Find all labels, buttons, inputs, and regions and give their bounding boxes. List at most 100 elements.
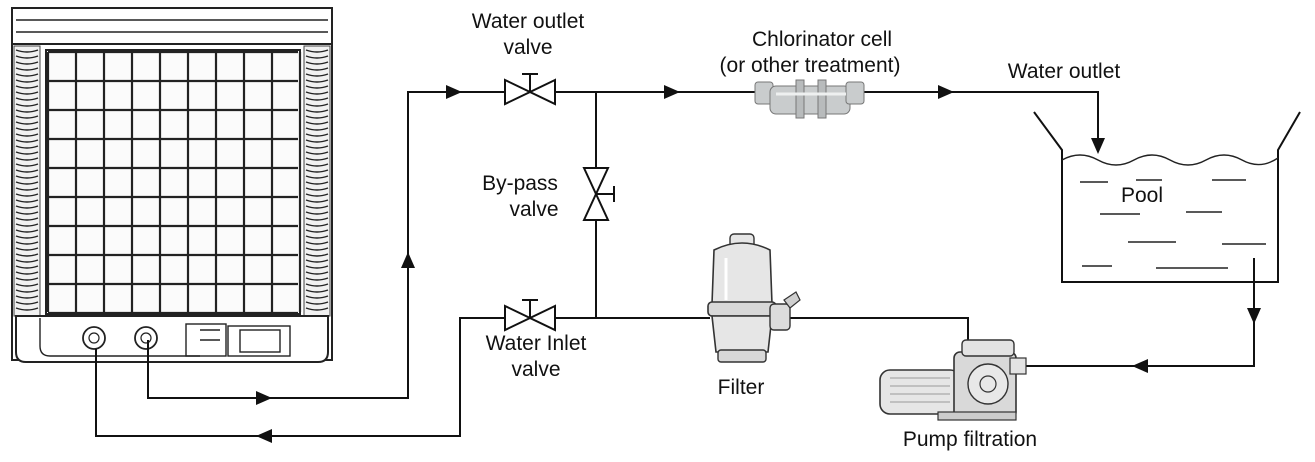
pipe-pump-to-filter xyxy=(790,317,969,352)
fin-line xyxy=(15,55,39,59)
chlorinator-cell xyxy=(754,79,865,119)
fin-line xyxy=(15,151,39,155)
label-water-inlet-valve-line2: valve xyxy=(511,358,560,381)
fin-line xyxy=(15,223,39,227)
label-water-inlet-valve-line1: Water Inlet xyxy=(486,332,587,355)
fin-line xyxy=(305,175,329,179)
fin-line xyxy=(15,61,39,65)
fin-line xyxy=(15,97,39,101)
label-water-outlet-valve-line1: Water outlet xyxy=(472,10,585,33)
pipe-unit-inlet xyxy=(95,317,505,437)
fin-line xyxy=(15,139,39,143)
fin-line xyxy=(305,121,329,125)
fin-line xyxy=(305,241,329,245)
fin-line xyxy=(305,91,329,95)
fin-line xyxy=(305,169,329,173)
fin-line xyxy=(15,181,39,185)
label-pool: Pool xyxy=(1121,184,1163,207)
fin-line xyxy=(15,259,39,263)
fin-line xyxy=(15,79,39,83)
fin-line xyxy=(305,205,329,209)
label-bypass-valve-line1: By-pass xyxy=(482,172,558,195)
fin-line xyxy=(305,85,329,89)
fin-line xyxy=(15,169,39,173)
label-water-outlet-valve-line2: valve xyxy=(503,36,552,59)
fin-line xyxy=(15,85,39,89)
fin-line xyxy=(15,187,39,191)
fin-line xyxy=(305,217,329,221)
fin-line xyxy=(305,109,329,113)
fin-line xyxy=(305,181,329,185)
fin-line xyxy=(305,49,329,53)
fin-line xyxy=(305,265,329,269)
fin-line xyxy=(305,295,329,299)
label-chlorinator-line1: Chlorinator cell xyxy=(752,28,892,51)
fin-line xyxy=(305,79,329,83)
fin-line xyxy=(15,217,39,221)
fin-line xyxy=(305,55,329,59)
fin-line xyxy=(305,301,329,305)
fin-line xyxy=(15,253,39,257)
fin-line xyxy=(15,229,39,233)
fin-line xyxy=(15,283,39,287)
fin-line xyxy=(305,127,329,131)
fin-line xyxy=(15,175,39,179)
label-chlorinator-line2: (or other treatment) xyxy=(720,54,901,77)
fin-line xyxy=(15,211,39,215)
fin-line xyxy=(15,271,39,275)
arrow-up xyxy=(401,252,415,268)
fin-line xyxy=(305,289,329,293)
fin-line xyxy=(15,127,39,131)
fin-line xyxy=(305,157,329,161)
fin-line xyxy=(15,235,39,239)
flow-arrows xyxy=(256,85,1261,443)
fin-line xyxy=(15,109,39,113)
fin-line xyxy=(305,103,329,107)
arrow-down xyxy=(1091,138,1105,154)
arrow-right xyxy=(664,85,680,99)
arrow-left xyxy=(1132,359,1148,373)
fin-line xyxy=(305,283,329,287)
fin-line xyxy=(305,67,329,71)
fin-line xyxy=(15,115,39,119)
label-water-outlet: Water outlet xyxy=(1008,60,1121,83)
fin-line xyxy=(305,193,329,197)
water-inlet-valve xyxy=(504,299,556,332)
bypass-valve xyxy=(582,167,615,221)
fin-line xyxy=(305,259,329,263)
fin-line xyxy=(305,97,329,101)
label-filter: Filter xyxy=(718,376,765,399)
fin-line xyxy=(305,247,329,251)
heat-pump-unit xyxy=(11,7,333,363)
arrow-right xyxy=(938,85,954,99)
arrow-left xyxy=(256,429,272,443)
water-outlet-valve xyxy=(504,73,556,106)
fin-line xyxy=(305,187,329,191)
label-bypass-valve-line2: valve xyxy=(509,198,558,221)
arrow-right xyxy=(446,85,462,99)
fin-line xyxy=(15,277,39,281)
fin-line xyxy=(15,91,39,95)
fin-line xyxy=(305,61,329,65)
fin-line xyxy=(15,301,39,305)
fin-line xyxy=(15,241,39,245)
fin-line xyxy=(305,133,329,137)
fin-line xyxy=(15,265,39,269)
fin-line xyxy=(15,247,39,251)
fin-line xyxy=(15,307,39,311)
fin-line xyxy=(15,163,39,167)
fin-line xyxy=(15,121,39,125)
fin-line xyxy=(305,73,329,77)
fin-line xyxy=(15,157,39,161)
fin-line xyxy=(305,277,329,281)
fin-line xyxy=(15,67,39,71)
label-pump-filtration: Pump filtration xyxy=(903,428,1037,451)
labels: Water outlet valve Chlorinator cell (or … xyxy=(472,10,1163,451)
fin-line xyxy=(15,199,39,203)
arrow-right xyxy=(256,391,272,405)
fin-line xyxy=(305,271,329,275)
fin-line xyxy=(305,211,329,215)
fin-line xyxy=(305,229,329,233)
fin-line xyxy=(15,49,39,53)
